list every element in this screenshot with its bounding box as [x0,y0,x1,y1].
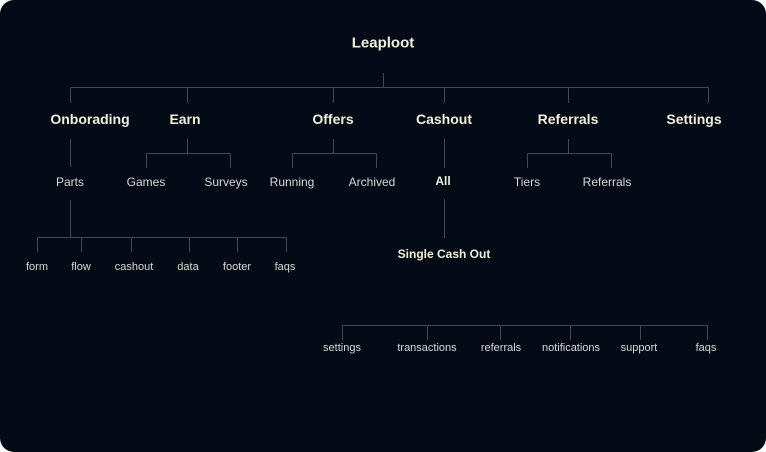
leaf-faqs: faqs [274,261,296,273]
node-games: Games [126,175,166,189]
leaf-flow: flow [71,261,91,273]
leaf-referrals: referrals [480,342,522,354]
node-referrals: Referrals [537,111,599,127]
node-parts: Parts [55,175,85,189]
node-settings: Settings [666,111,722,127]
node-tiers: Tiers [513,175,541,189]
leaf-settings: settings [323,342,361,354]
node-offers: Offers [312,111,354,127]
leaf-form: form [26,261,48,273]
leaf-transactions: transactions [397,342,457,354]
node-referrals-sub: Referrals [582,175,632,189]
node-single-cash-out: Single Cash Out [397,247,491,261]
root-node: Leaploot [351,34,415,52]
leaf-cashout: cashout [114,261,154,273]
node-all: All [435,174,451,188]
node-running: Running [269,175,315,189]
leaf-footer: footer [222,261,252,273]
node-cashout: Cashout [416,111,472,127]
leaf-faqs-cashout: faqs [695,342,717,354]
leaf-notifications: notifications [541,342,601,354]
leaf-support: support [620,342,658,354]
node-archived: Archived [348,175,396,189]
node-earn: Earn [169,111,201,127]
leaf-data: data [177,261,199,273]
node-onborading: Onborading [50,111,130,127]
node-surveys: Surveys [204,175,248,189]
